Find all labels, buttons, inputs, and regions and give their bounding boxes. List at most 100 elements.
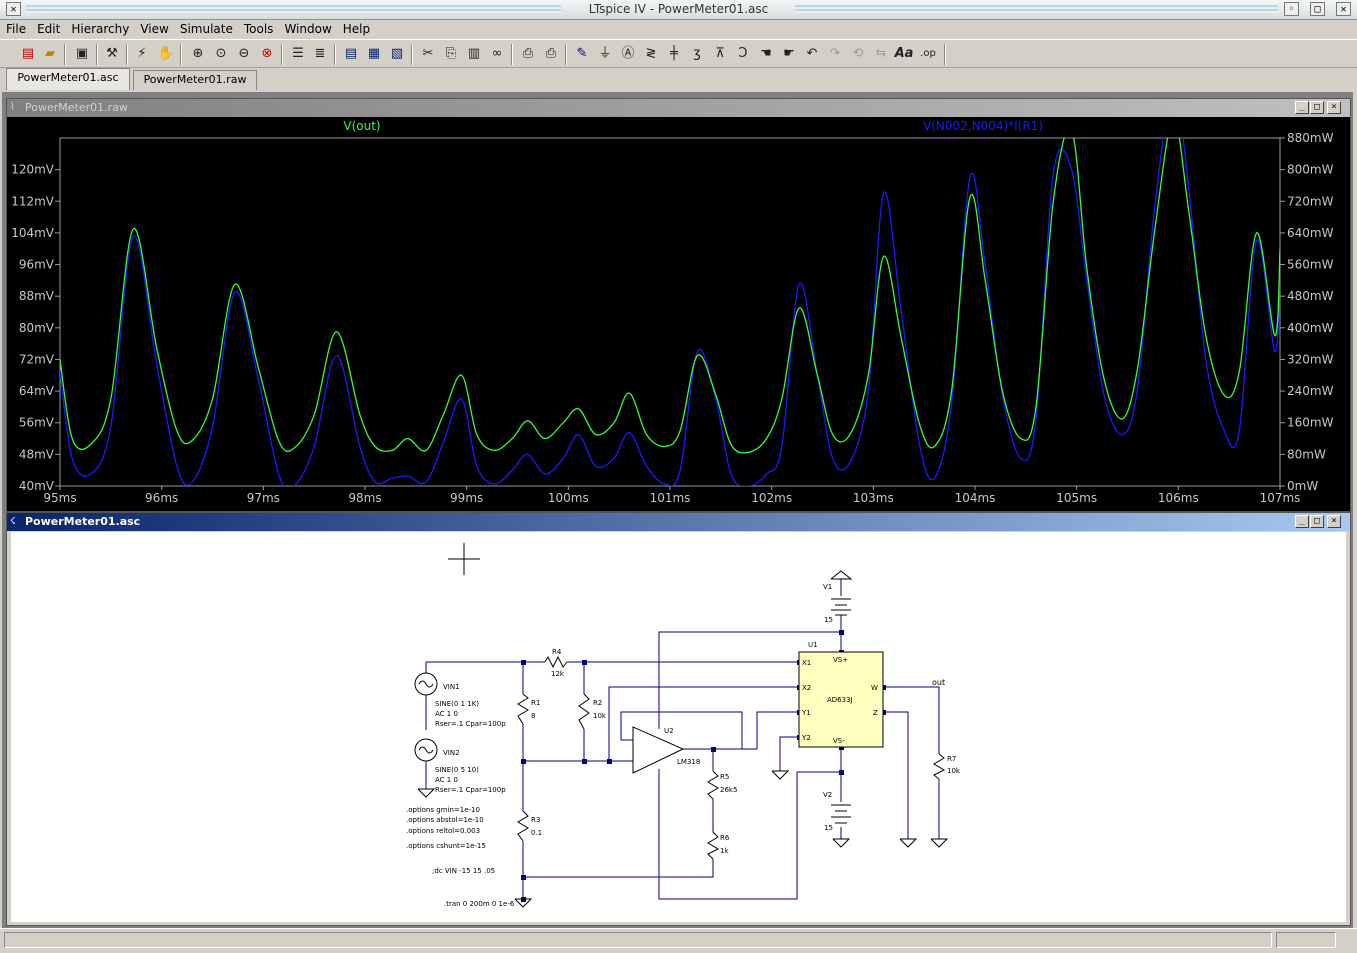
tile-vertically-icon[interactable]: ▦ bbox=[367, 46, 381, 61]
new-schematic-icon[interactable]: ▤ bbox=[21, 46, 35, 61]
waveform-close-button[interactable]: × bbox=[1327, 101, 1341, 114]
menu-file[interactable]: File bbox=[6, 22, 27, 36]
component-icon[interactable]: Ↄ bbox=[738, 46, 748, 61]
v1-value[interactable]: 15 bbox=[824, 616, 833, 624]
r2-value[interactable]: 10k bbox=[593, 712, 607, 720]
vin1-label[interactable]: VIN1 bbox=[443, 683, 460, 691]
u2-part[interactable]: LM318 bbox=[677, 758, 700, 766]
zoom-in-icon[interactable]: ⊕ bbox=[192, 46, 204, 61]
waveform-window-titlebar[interactable]: ⌇ PowerMeter01.raw bbox=[7, 99, 1350, 117]
r1-label[interactable]: R1 bbox=[531, 699, 540, 707]
schematic-canvas[interactable]: V1 15 U1 VS+ X1 X2 Y1 Y2 VS- W Z AD633J … bbox=[11, 532, 1346, 922]
legend-vout[interactable]: V(out) bbox=[343, 119, 380, 133]
maximize-icon[interactable]: □ bbox=[1310, 2, 1325, 16]
directive-dc-comment[interactable]: ;dc VIN -15 15 .05 bbox=[432, 867, 495, 875]
menu-edit[interactable]: Edit bbox=[37, 22, 61, 36]
tab-schematic[interactable]: PowerMeter01.asc bbox=[6, 68, 130, 90]
schematic-maximize-button[interactable]: □ bbox=[1310, 515, 1324, 528]
r7-label[interactable]: R7 bbox=[947, 755, 956, 763]
zoom-out-icon[interactable]: ⊖ bbox=[238, 46, 250, 61]
directive-gmin[interactable]: .options gmin=1e-10 bbox=[406, 806, 480, 814]
v2-label[interactable]: V2 bbox=[823, 791, 832, 799]
menu-window[interactable]: Window bbox=[284, 22, 332, 36]
halt-hand-icon[interactable]: ✋ bbox=[157, 46, 175, 61]
ground-icon[interactable]: ⏚ bbox=[598, 46, 612, 61]
control-panel-icon[interactable]: ⚒ bbox=[106, 46, 118, 61]
undo-icon[interactable]: ↶ bbox=[806, 46, 818, 61]
u2-label[interactable]: U2 bbox=[664, 727, 674, 735]
r3-label[interactable]: R3 bbox=[531, 816, 540, 824]
menu-tools[interactable]: Tools bbox=[243, 22, 274, 36]
print-icon[interactable]: ⎙ bbox=[545, 46, 557, 61]
paste-icon[interactable]: ▥ bbox=[467, 46, 481, 61]
menu-simulate[interactable]: Simulate bbox=[179, 22, 233, 36]
menu-hierarchy[interactable]: Hierarchy bbox=[71, 22, 130, 36]
text-icon[interactable]: Aa bbox=[894, 46, 914, 61]
vin2-line2[interactable]: AC 1 0 bbox=[435, 776, 458, 784]
find-binoculars-icon[interactable]: ∞ bbox=[491, 46, 503, 61]
label-net-icon[interactable]: Ⓐ bbox=[621, 46, 635, 61]
vin1-line1[interactable]: SINE(0 1 1K) bbox=[435, 700, 479, 708]
resistor-icon[interactable]: ≷ bbox=[645, 46, 657, 61]
r6-label[interactable]: R6 bbox=[720, 834, 730, 842]
menu-help[interactable]: Help bbox=[342, 22, 371, 36]
redo-icon[interactable]: ↷ bbox=[829, 46, 841, 61]
r5-label[interactable]: R5 bbox=[720, 773, 729, 781]
close-window-icon[interactable]: ✕ bbox=[1336, 2, 1351, 16]
directive-cshunt[interactable]: .options cshunt=1e-15 bbox=[406, 842, 486, 850]
vin2-line3[interactable]: Rser=.1 Cpar=100p bbox=[435, 786, 506, 794]
autorange-icon[interactable]: ☰ bbox=[292, 46, 304, 61]
r3-value[interactable]: 0.1 bbox=[531, 829, 542, 837]
capacitor-icon[interactable]: ╪ bbox=[670, 46, 678, 61]
net-out-label[interactable]: out bbox=[932, 678, 945, 687]
move-hand-icon[interactable]: ☚ bbox=[760, 46, 772, 61]
v1-label[interactable]: V1 bbox=[823, 583, 832, 591]
vin1-line3[interactable]: Rser=.1 Cpar=100p bbox=[435, 720, 506, 728]
directive-abstol[interactable]: .options abstol=1e-10 bbox=[406, 816, 484, 824]
schematic-minimize-button[interactable]: _ bbox=[1295, 515, 1309, 528]
vin2-line1[interactable]: SINE(0 5 10) bbox=[435, 766, 479, 774]
pan-icon[interactable]: ⊙ bbox=[215, 46, 227, 61]
r6-value[interactable]: 1k bbox=[720, 847, 729, 855]
zoom-fit-icon[interactable]: ⊗ bbox=[261, 46, 273, 61]
r4-value[interactable]: 12k bbox=[551, 670, 565, 678]
drag-hand-icon[interactable]: ☛ bbox=[783, 46, 795, 61]
save-icon[interactable]: ▣ bbox=[75, 46, 89, 61]
rotate-icon[interactable]: ⟲ bbox=[852, 46, 864, 61]
diode-icon[interactable]: ⊼ bbox=[715, 46, 725, 61]
r4-label[interactable]: R4 bbox=[552, 648, 562, 656]
spice-directive-icon[interactable]: .op bbox=[920, 48, 936, 59]
copy-icon[interactable]: ⎘ bbox=[445, 46, 457, 61]
components[interactable] bbox=[414, 570, 949, 908]
pick-visible-traces-icon[interactable]: ≣ bbox=[314, 46, 326, 61]
vin2-label[interactable]: VIN2 bbox=[443, 749, 460, 757]
tile-horizontally-icon[interactable]: ▤ bbox=[344, 46, 358, 61]
menu-view[interactable]: View bbox=[140, 22, 169, 36]
r1-value[interactable]: 8 bbox=[531, 712, 535, 720]
open-folder-icon[interactable]: ▰ bbox=[45, 46, 55, 61]
mirror-icon[interactable]: ⇋ bbox=[875, 46, 887, 61]
schematic-close-button[interactable]: × bbox=[1327, 515, 1341, 528]
close-icon[interactable]: ✕ bbox=[6, 2, 21, 16]
draw-wire-icon[interactable]: ✎ bbox=[576, 46, 588, 61]
directive-tran[interactable]: .tran 0 200m 0 1e-6 bbox=[444, 900, 515, 908]
schematic-window-titlebar[interactable]: ☇ PowerMeter01.asc bbox=[7, 513, 1350, 531]
v2-value[interactable]: 15 bbox=[824, 824, 833, 832]
cascade-icon[interactable]: ▧ bbox=[390, 46, 404, 61]
print-setup-icon[interactable]: ⎙ bbox=[522, 46, 534, 61]
cut-icon[interactable]: ✂ bbox=[422, 46, 434, 61]
waveform-minimize-button[interactable]: _ bbox=[1295, 101, 1309, 114]
wires[interactable] bbox=[425, 579, 940, 900]
u1-label[interactable]: U1 bbox=[808, 641, 818, 649]
legend-power[interactable]: V(N002,N004)*I(R1) bbox=[923, 119, 1043, 133]
r7-value[interactable]: 10k bbox=[947, 767, 961, 775]
run-icon[interactable]: ⚡ bbox=[137, 46, 147, 61]
directive-reltol[interactable]: .options reltol=0.003 bbox=[406, 827, 480, 835]
u1-part[interactable]: AD633J bbox=[827, 696, 853, 704]
r2-label[interactable]: R2 bbox=[593, 699, 602, 707]
vin1-line2[interactable]: AC 1 0 bbox=[435, 710, 458, 718]
inductor-icon[interactable]: ʒ bbox=[693, 46, 701, 61]
minimize-icon[interactable]: ◦ bbox=[1284, 2, 1299, 16]
waveform-maximize-button[interactable]: □ bbox=[1310, 101, 1324, 114]
